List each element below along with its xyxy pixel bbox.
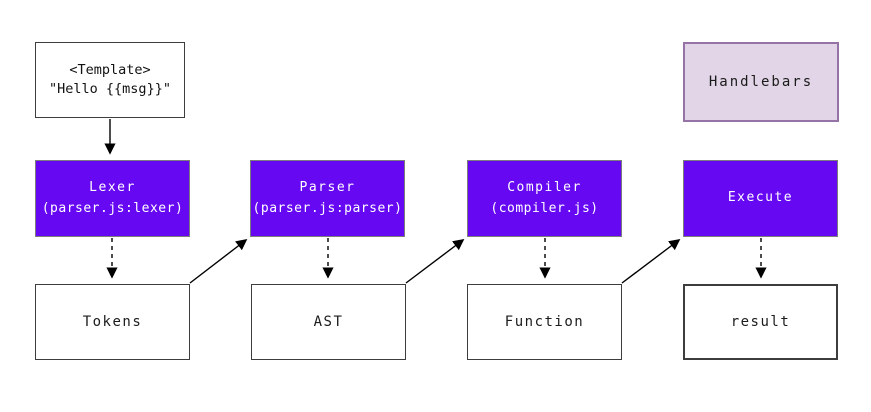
node-ast: AST	[251, 284, 406, 360]
node-function: Function	[467, 284, 622, 360]
arrow-function-to-execute	[621, 238, 681, 284]
stage-title: Compiler	[507, 180, 582, 196]
stage-title: Parser	[299, 180, 356, 196]
node-handlebars: Handlebars	[683, 42, 839, 122]
stage-title: Lexer	[89, 180, 136, 196]
node-result: result	[683, 284, 838, 360]
stage-subtitle: (parser.js:lexer)	[41, 200, 184, 216]
stage-title: Execute	[727, 190, 794, 206]
node-execute: Execute	[683, 160, 838, 237]
node-compiler: Compiler (compiler.js)	[467, 160, 622, 237]
output-label: Tokens	[82, 314, 143, 330]
arrow-ast-to-compiler	[405, 238, 465, 284]
arrow-tokens-to-parser	[189, 238, 248, 284]
node-template: <Template> "Hello {{msg}}"	[35, 42, 185, 118]
stage-subtitle: (compiler.js)	[490, 200, 599, 216]
stage-subtitle: (parser.js:parser)	[252, 200, 403, 216]
output-label: Function	[504, 314, 585, 330]
handlebars-label: Handlebars	[708, 74, 814, 90]
template-line1: <Template>	[69, 62, 151, 79]
node-lexer: Lexer (parser.js:lexer)	[35, 160, 190, 237]
template-line2: "Hello {{msg}}"	[49, 81, 171, 97]
node-tokens: Tokens	[35, 284, 190, 360]
output-label: AST	[313, 314, 344, 330]
node-parser: Parser (parser.js:parser)	[250, 160, 405, 237]
output-label: result	[730, 314, 791, 330]
